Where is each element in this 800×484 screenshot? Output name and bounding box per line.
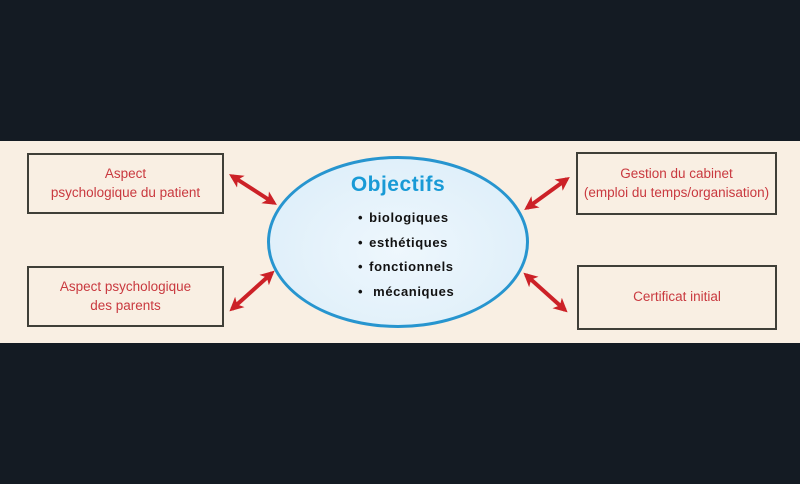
bullet-icon: •: [358, 259, 364, 274]
box-aspect-psychologique-parents: Aspect psychologique des parents: [27, 266, 224, 327]
box-label-line: psychologique du patient: [50, 184, 201, 200]
bullet-icon: •: [358, 210, 364, 225]
list-item-label: biologiques: [369, 210, 449, 225]
bullet-icon: •: [358, 234, 364, 250]
box-label-line: des parents: [90, 297, 161, 313]
list-item-label: fonctionnels: [369, 259, 454, 274]
box-label-line: Gestion du cabinet: [620, 166, 733, 182]
objectifs-list: •biologiques •esthétiques •fonctionnels …: [358, 206, 454, 304]
box-certificat-initial: Certificat initial: [577, 265, 777, 330]
box-gestion-cabinet: Gestion du cabinet (emploi du temps/orga…: [576, 152, 777, 215]
list-item: • esthétiques: [358, 231, 454, 256]
list-item: • mécaniques: [358, 280, 454, 305]
list-item: • biologiques: [358, 206, 454, 231]
list-item-label: mécaniques: [373, 283, 455, 299]
box-label-line: Aspect: [104, 166, 147, 182]
list-item-label: esthétiques: [369, 234, 448, 250]
box-label-line: (emploi du temps/organisation): [583, 184, 770, 200]
box-label-line: Certificat initial: [633, 289, 721, 305]
bullet-icon: •: [358, 283, 364, 299]
ellipse-title: Objectifs: [350, 173, 446, 196]
list-item: • fonctionnels: [358, 255, 454, 280]
box-aspect-psychologique-patient: Aspect psychologique du patient: [27, 153, 224, 214]
box-label-line: Aspect psychologique: [59, 279, 192, 295]
objectifs-ellipse: Objectifs • biologiques • esthétiques • fon…: [267, 156, 529, 328]
